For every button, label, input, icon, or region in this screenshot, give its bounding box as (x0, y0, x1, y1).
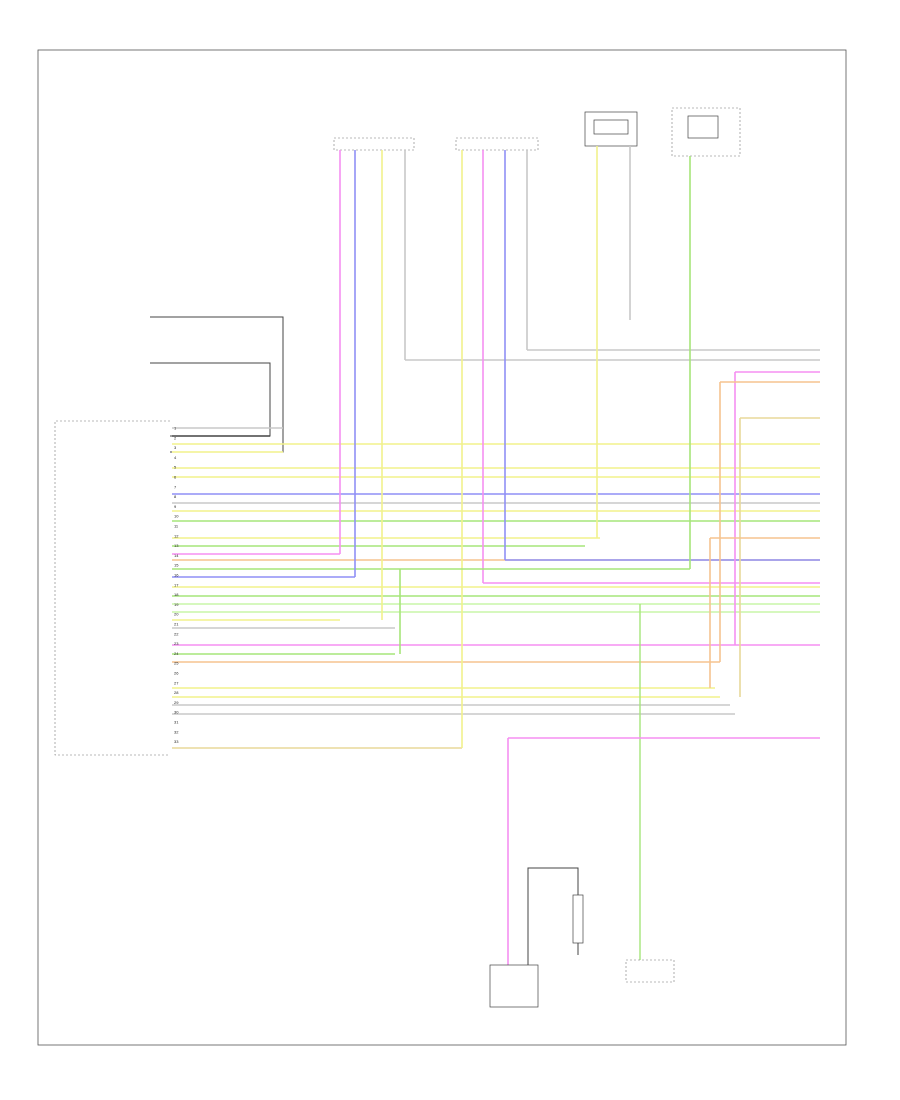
ecm-pin-number: 11 (174, 524, 179, 529)
module-right (671, 107, 741, 157)
ecm-pin-number: 16 (174, 573, 179, 578)
ecm-pin-number: 23 (174, 641, 179, 646)
ecm-pin-number: 27 (174, 680, 179, 685)
ecm-pin-number: 17 (174, 582, 179, 587)
ecm-pin-number: 3 (174, 445, 177, 450)
ecm-pin-number: 25 (174, 661, 179, 666)
ecm-pin-number: 20 (174, 612, 179, 617)
ecm-pin-number: 1 (174, 426, 177, 431)
ecm-bracket (54, 420, 170, 756)
wire-group (172, 146, 820, 965)
ecm-pin-number: 7 (174, 484, 177, 489)
ecm-pin-number: 30 (174, 710, 179, 715)
ecm-pin-number: 32 (174, 729, 179, 734)
ecm-pin-number: 2 (174, 435, 177, 440)
ecm-pin-number: 15 (174, 563, 179, 568)
ecm-pin-number: 26 (174, 671, 179, 676)
diagram-frame (37, 49, 847, 1046)
bottom-right-component (625, 959, 675, 983)
ecm-pin-number: 18 (174, 592, 179, 597)
ecm-pin-number: 33 (174, 739, 179, 744)
ecm-pin-number: 14 (174, 553, 179, 558)
ecm-pin-number: 6 (174, 475, 177, 480)
ecm-pin-number: 13 (174, 543, 179, 548)
ecm-pin-number: 31 (174, 720, 179, 725)
ecm-pin-number: 19 (174, 602, 179, 607)
ecm-pin-number: 22 (174, 631, 179, 636)
ecm-pin-number: 4 (174, 455, 177, 460)
ecm-pin-number: 28 (174, 690, 179, 695)
module-center (584, 111, 638, 147)
sensor-right (455, 137, 539, 151)
ecm-pin-number: 12 (174, 533, 179, 538)
ecm-pin-number: 5 (174, 465, 177, 470)
ecm-pin-number: 8 (174, 494, 177, 499)
ecm-pin-number: 21 (174, 622, 179, 627)
left-module-wires (150, 316, 284, 453)
ecm-pin-number: 10 (174, 514, 179, 519)
sensor-left (333, 137, 415, 151)
ecm-pin-number: 24 (174, 651, 179, 656)
ecm-pin-number: 9 (174, 504, 177, 509)
bottom-left-component (489, 867, 584, 1008)
ecm-pin-number: 29 (174, 700, 179, 705)
ecm-pin-column: 1234567891011121314151617181920212223242… (174, 426, 179, 745)
